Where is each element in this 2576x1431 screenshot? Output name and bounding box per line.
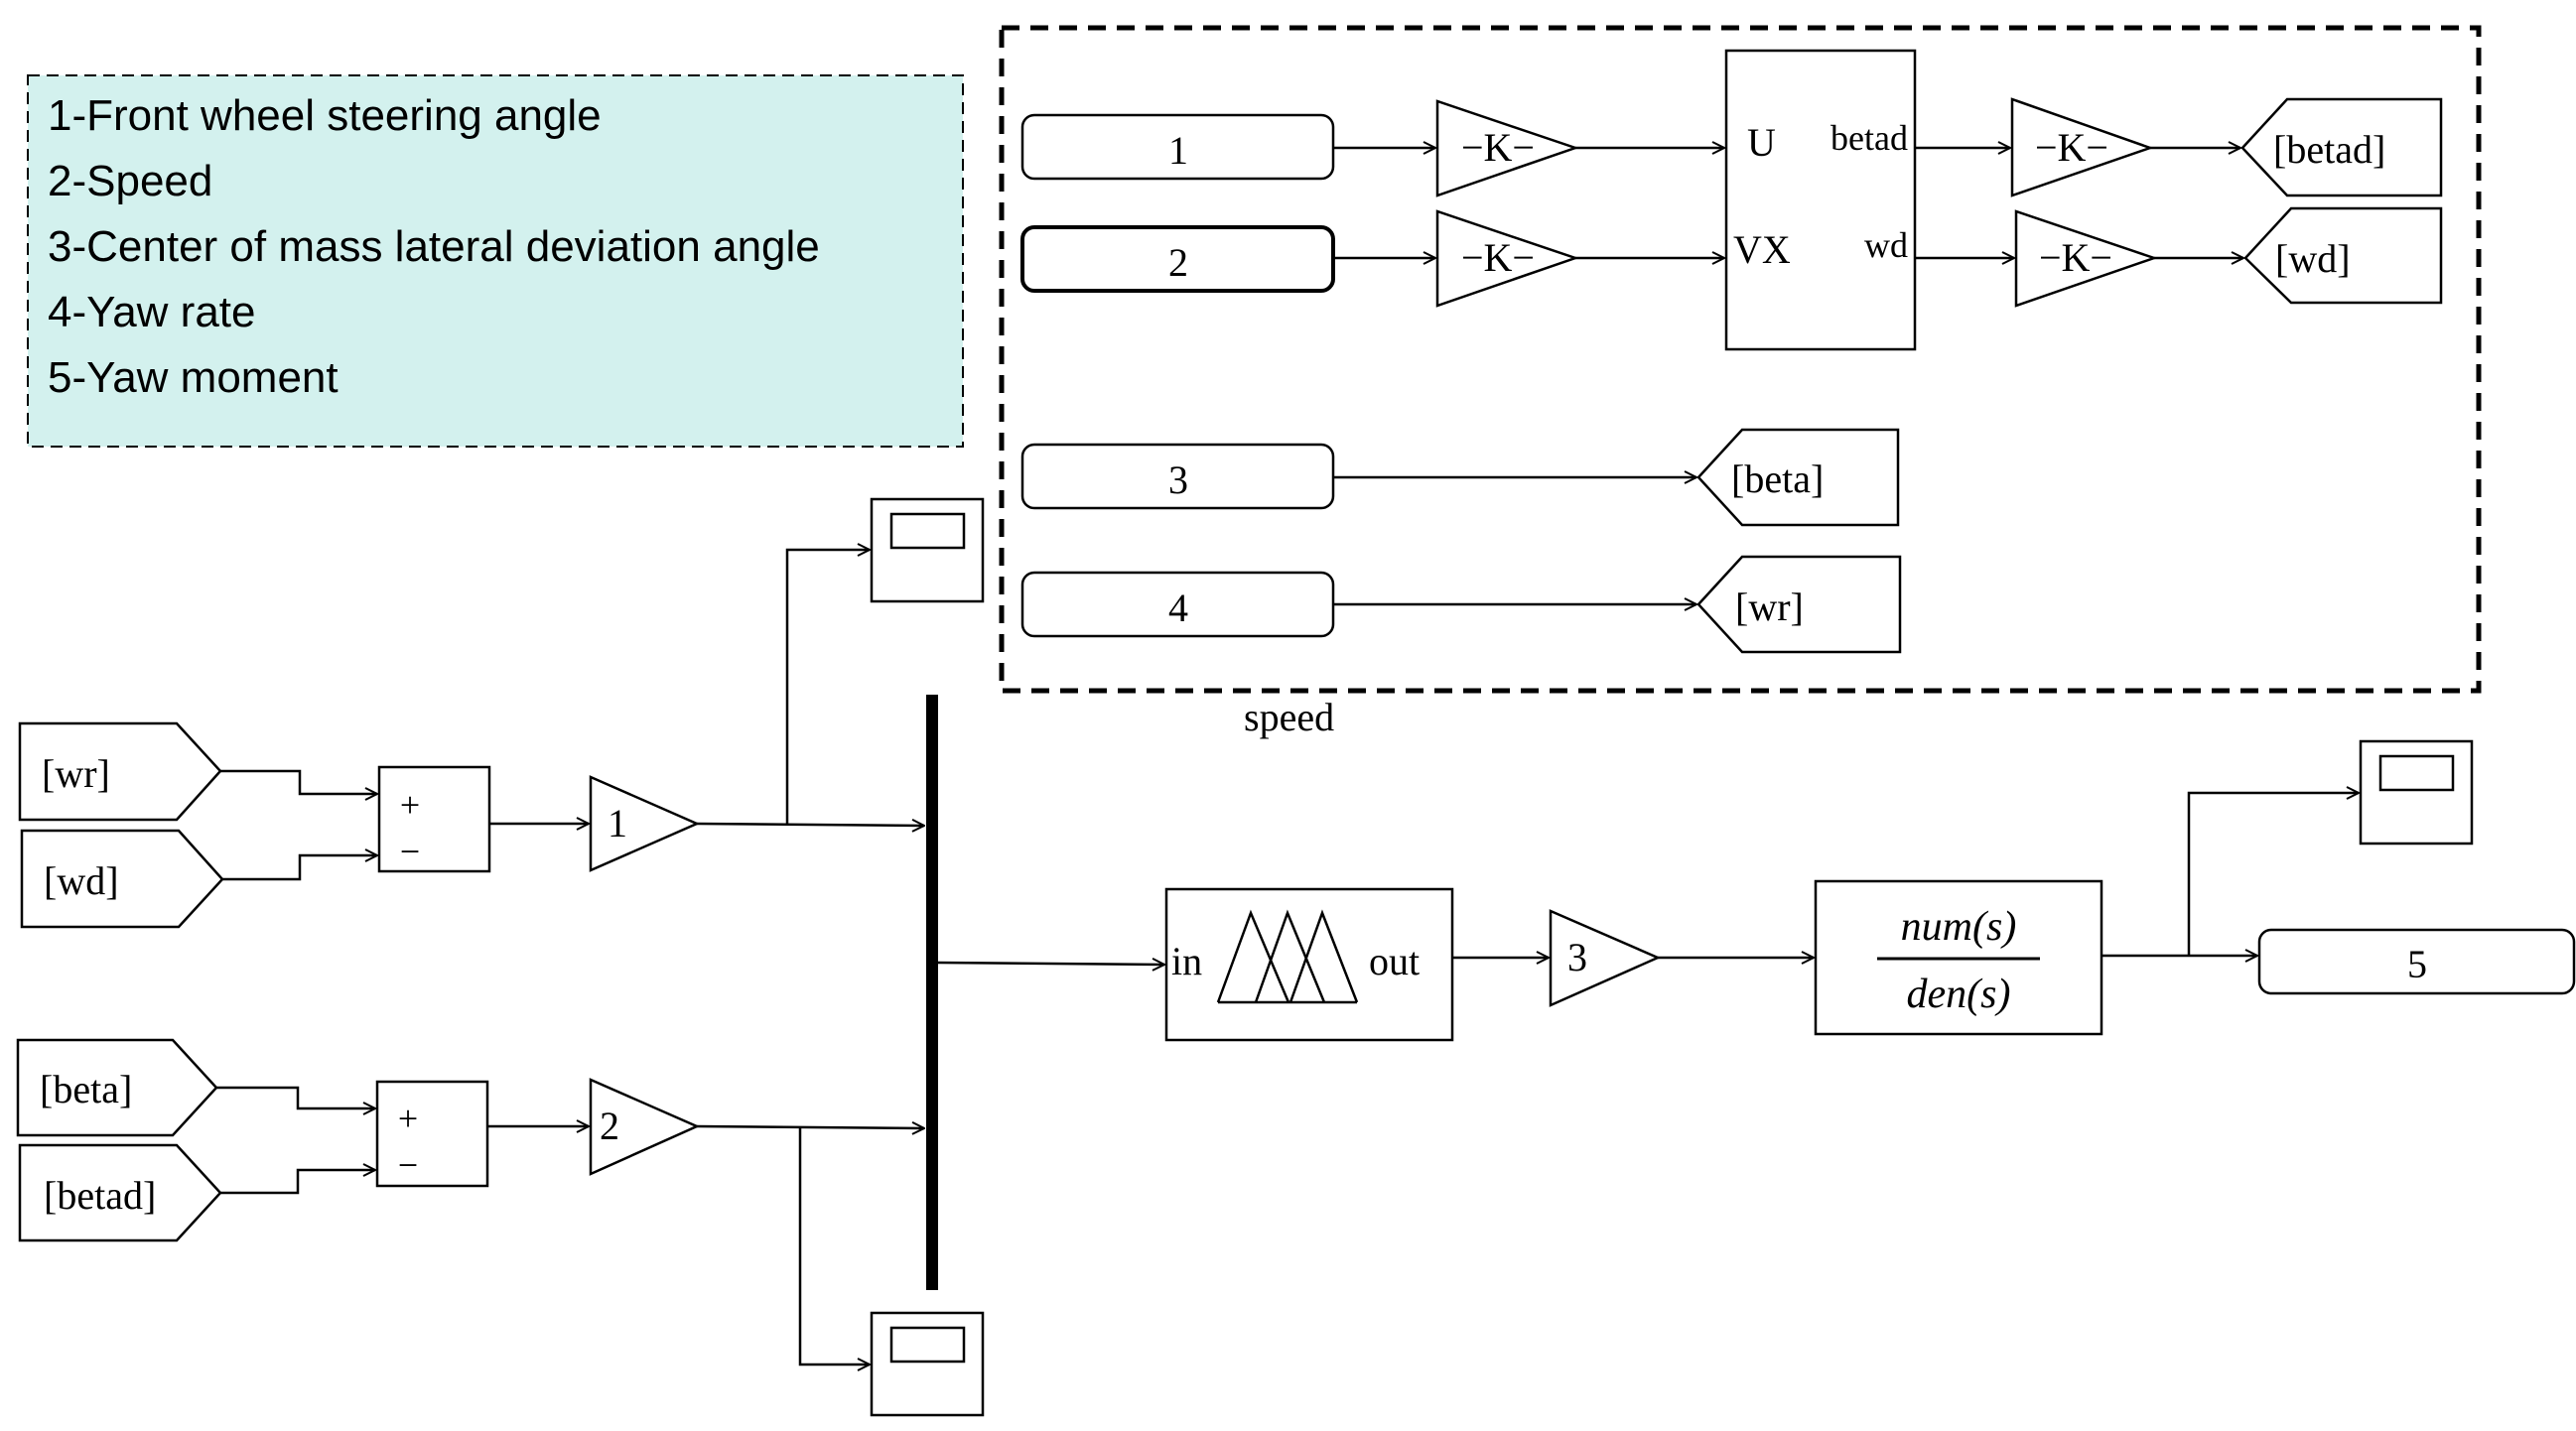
from-wr[interactable]: [wr] bbox=[18, 721, 222, 822]
model-out-wd: wd bbox=[1864, 225, 1908, 265]
gain-1[interactable]: 1 bbox=[589, 775, 701, 872]
from-wd[interactable]: [wd] bbox=[20, 829, 224, 929]
gain-3[interactable]: 3 bbox=[1549, 909, 1662, 1007]
tf-denominator: den(s) bbox=[1907, 972, 2011, 1017]
scope-1[interactable] bbox=[870, 497, 985, 603]
legend-box: 1-Front wheel steering angle 2-Speed 3-C… bbox=[27, 74, 964, 448]
gain-k-in-2-label: −K− bbox=[1461, 235, 1535, 280]
legend-item-5: 5-Yaw moment bbox=[48, 353, 339, 402]
goto-betad-label: [betad] bbox=[2273, 127, 2385, 172]
inport-1[interactable]: 1 bbox=[1020, 113, 1335, 181]
goto-beta[interactable]: [beta] bbox=[1696, 428, 1900, 527]
gain-k-out-2-label: −K− bbox=[2039, 235, 2112, 280]
gain-k-in-1[interactable]: −K− bbox=[1435, 99, 1579, 197]
sum-2-plus: + bbox=[398, 1099, 418, 1138]
gain-k-in-1-label: −K− bbox=[1461, 125, 1535, 170]
legend-item-4: 4-Yaw rate bbox=[48, 288, 256, 336]
subsystem-wires bbox=[1333, 148, 2243, 604]
membership-functions-icon bbox=[1216, 909, 1359, 1004]
gain-k-out-1[interactable]: −K− bbox=[2010, 97, 2154, 197]
fuzzy-in-label: in bbox=[1171, 939, 1202, 983]
scope-3[interactable] bbox=[2359, 739, 2474, 846]
sum-block-1[interactable]: + − bbox=[377, 765, 491, 873]
inport-2[interactable]: 2 bbox=[1020, 225, 1335, 293]
sum-1-plus: + bbox=[400, 785, 420, 825]
subsystem-label: speed bbox=[1244, 695, 1334, 739]
inport-3-label: 3 bbox=[1168, 457, 1188, 502]
gain-k-out-2[interactable]: −K− bbox=[2014, 209, 2158, 308]
inport-3[interactable]: 3 bbox=[1020, 443, 1335, 510]
scope-2[interactable] bbox=[870, 1311, 985, 1417]
goto-wr[interactable]: [wr] bbox=[1696, 555, 1902, 654]
gain-3-label: 3 bbox=[1567, 935, 1587, 979]
legend-item-1: 1-Front wheel steering angle bbox=[48, 91, 602, 140]
vehicle-model-block[interactable]: U VX betad wd bbox=[1724, 49, 1917, 351]
from-betad-label: [betad] bbox=[44, 1173, 156, 1218]
inport-1-label: 1 bbox=[1168, 128, 1188, 173]
legend-item-3: 3-Center of mass lateral deviation angle bbox=[48, 222, 820, 271]
goto-betad[interactable]: [betad] bbox=[2240, 97, 2443, 197]
sum-2-minus: − bbox=[398, 1145, 418, 1185]
outport-5-label: 5 bbox=[2407, 942, 2427, 986]
gain-k-out-1-label: −K− bbox=[2035, 125, 2108, 170]
transfer-function-block[interactable]: num(s) den(s) bbox=[1814, 879, 2103, 1036]
scope-3-screen-icon bbox=[2378, 754, 2455, 792]
goto-wr-label: [wr] bbox=[1735, 585, 1804, 629]
gain-2-label: 2 bbox=[600, 1104, 619, 1148]
from-beta[interactable]: [beta] bbox=[16, 1038, 218, 1137]
model-in-vx: VX bbox=[1733, 227, 1791, 272]
gain-1-label: 1 bbox=[608, 801, 627, 846]
inport-2-label: 2 bbox=[1168, 240, 1188, 285]
model-in-u: U bbox=[1747, 120, 1776, 165]
model-out-betad: betad bbox=[1830, 118, 1908, 158]
inport-4[interactable]: 4 bbox=[1020, 571, 1335, 638]
goto-wd[interactable]: [wd] bbox=[2243, 206, 2443, 305]
goto-beta-label: [beta] bbox=[1731, 456, 1824, 501]
sum-block-2[interactable]: + − bbox=[375, 1080, 489, 1188]
speed-subsystem[interactable]: speed bbox=[999, 25, 2482, 739]
scope-1-screen-icon bbox=[889, 512, 966, 550]
fuzzy-out-label: out bbox=[1369, 939, 1420, 983]
gain-k-in-2[interactable]: −K− bbox=[1435, 209, 1579, 308]
from-wr-label: [wr] bbox=[42, 751, 110, 796]
mux-bar[interactable] bbox=[926, 695, 938, 1290]
fuzzy-controller-block[interactable]: in out bbox=[1164, 887, 1454, 1042]
tf-numerator: num(s) bbox=[1901, 904, 2017, 950]
gain-2[interactable]: 2 bbox=[589, 1078, 701, 1176]
outport-5[interactable]: 5 bbox=[2257, 928, 2576, 995]
from-wd-label: [wd] bbox=[44, 858, 119, 903]
inport-4-label: 4 bbox=[1168, 585, 1188, 630]
legend-item-2: 2-Speed bbox=[48, 157, 212, 205]
scope-2-screen-icon bbox=[889, 1326, 966, 1364]
sum-1-minus: − bbox=[400, 832, 420, 871]
goto-wd-label: [wd] bbox=[2275, 236, 2351, 281]
lower-wires bbox=[216, 550, 2359, 1365]
from-beta-label: [beta] bbox=[40, 1067, 132, 1111]
from-betad[interactable]: [betad] bbox=[18, 1143, 222, 1242]
